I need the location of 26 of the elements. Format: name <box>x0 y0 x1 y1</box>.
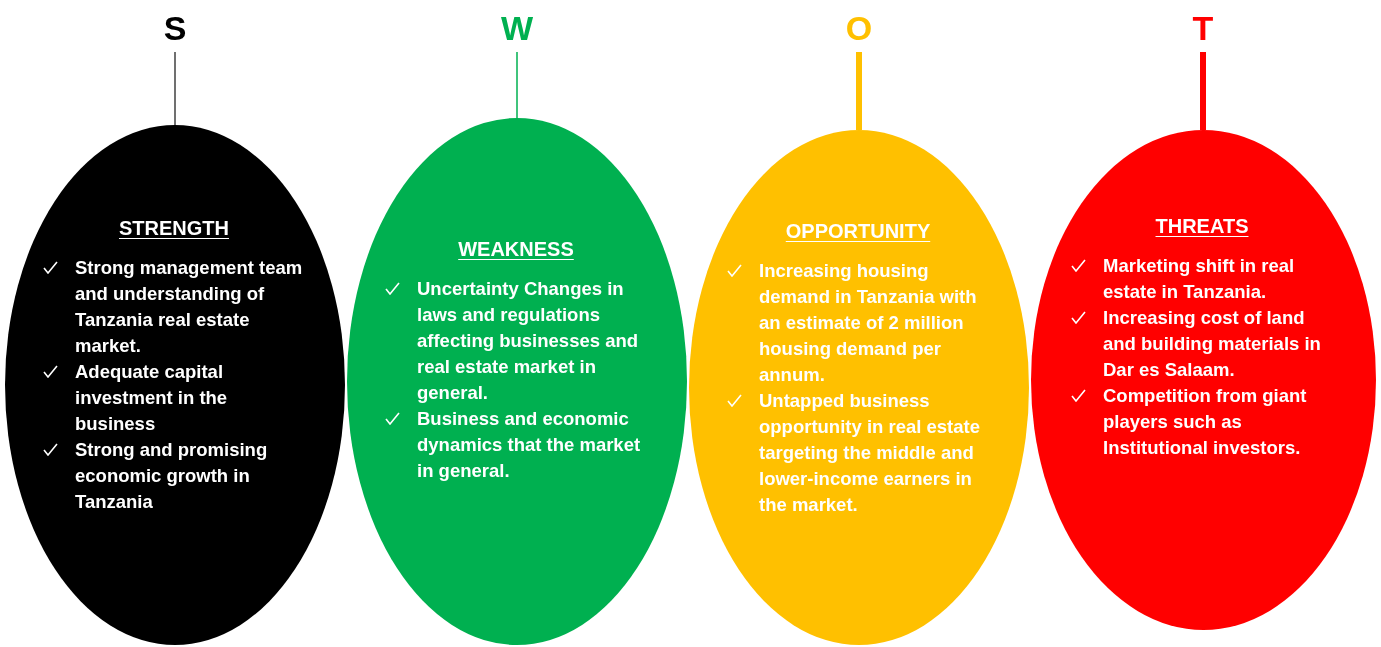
bullet-text: Untapped business opportunity in real estate targeting the middle and lower-income earners in the market. <box>759 389 981 517</box>
connector-line <box>1200 52 1206 130</box>
bullet-text: Strong and promising economic growth in Tanzania <box>75 438 269 514</box>
section-heading: THREATS <box>1155 214 1249 239</box>
oval-panel <box>689 130 1029 645</box>
bullet-text: Adequate capital investment in the business <box>75 360 229 436</box>
connector-line <box>516 51 518 119</box>
swot-letter: S <box>155 8 195 48</box>
bullet-text: Strong management team and understanding of Tanzania real estate market. <box>75 256 304 358</box>
connector-line <box>174 51 176 126</box>
oval-panel <box>5 125 345 645</box>
bullet-text: Increasing housing demand in Tanzania with an estimate of 2 million housing demand per annum. <box>759 259 978 387</box>
section-heading: STRENGTH <box>119 216 229 241</box>
bullet-text: Competition from giant players such as Institutional investors. <box>1103 384 1308 460</box>
section-heading: WEAKNESS <box>458 237 574 262</box>
bullet-text: Increasing cost of land and building materials in Dar es Salaam. <box>1103 306 1322 382</box>
swot-letter: W <box>494 8 540 48</box>
bullet-text: Business and economic dynamics that the market in general. <box>417 407 642 483</box>
connector-line <box>856 52 862 130</box>
section-heading: OPPORTUNITY <box>785 219 931 244</box>
oval-panel <box>347 118 687 645</box>
bullet-text: Marketing shift in real estate in Tanzania. <box>1103 254 1296 304</box>
oval-panel <box>1031 130 1376 630</box>
swot-letter: T <box>1183 8 1223 48</box>
swot-letter: O <box>839 8 879 48</box>
bullet-text: Uncertainty Changes in laws and regulations affecting businesses and real estate market in general. <box>417 277 640 405</box>
